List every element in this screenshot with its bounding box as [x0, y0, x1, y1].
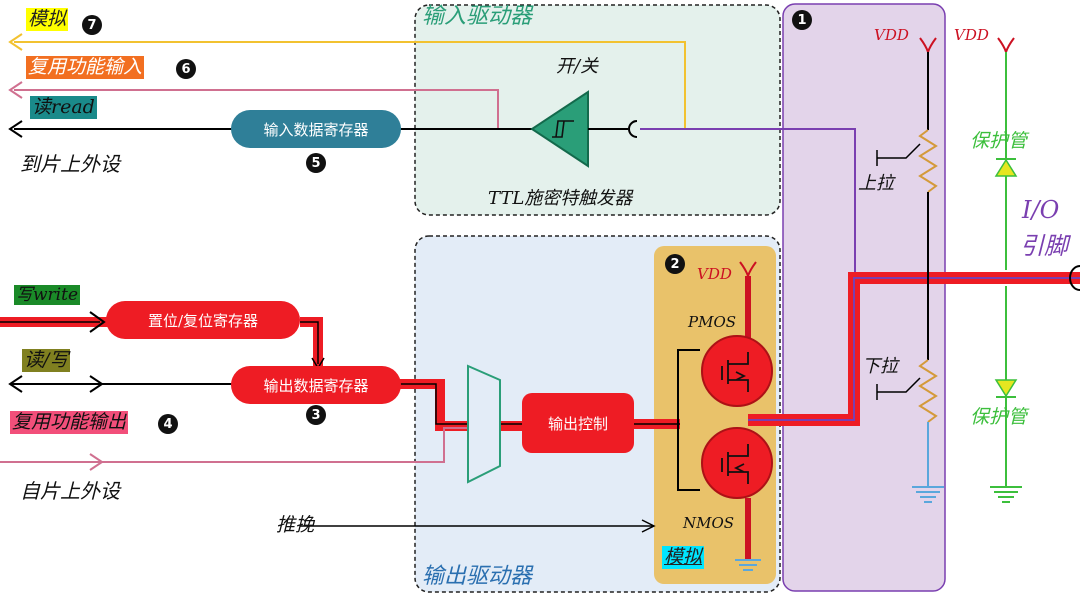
read-write-label: 读/写 [22, 349, 71, 372]
write-arrow [89, 311, 106, 333]
input-driver-title: 输入驱动器 [422, 4, 533, 29]
io-pin-label-line1: I/O [1022, 196, 1060, 224]
nmos-symbol [721, 444, 749, 484]
analog-label: 模拟 [26, 8, 69, 31]
pin-protection-panel [782, 3, 946, 592]
io-pin-label-line2: 引脚 [1020, 232, 1068, 260]
alt-output-line [0, 427, 470, 463]
analog-box-label: 模拟 [662, 546, 705, 569]
pullup-vdd-label: VDD [874, 26, 909, 44]
input-pin-line [640, 128, 856, 272]
diode-vdd-label: VDD [954, 26, 989, 44]
read-label: 读read [30, 96, 97, 119]
diode-ground [990, 486, 1022, 503]
badge-7: 7 [82, 15, 102, 35]
to-peripheral-label: 到片上外设 [20, 152, 120, 176]
mos-ground [735, 559, 761, 571]
pmos-transistor [701, 335, 773, 407]
nmos-transistor [701, 427, 773, 499]
protect-diode-bottom-label: 保护管 [970, 406, 1028, 428]
alt-output-label: 复用功能输出 [10, 411, 129, 434]
badge-6: 6 [176, 59, 196, 79]
read-arrow [8, 120, 23, 138]
nmos-label: NMOS [683, 514, 735, 532]
badge-5: 5 [306, 153, 326, 173]
alt-output-arrow [89, 453, 104, 471]
set-reset-register: 置位/复位寄存器 [106, 301, 300, 339]
vdd-diode-symbol [997, 37, 1015, 56]
analog-arrow [8, 33, 23, 51]
pulldown-resistor [918, 359, 938, 423]
set-reset-to-odr-wire [300, 321, 319, 364]
protect-diode-top-label: 保护管 [970, 130, 1028, 152]
output-mux [467, 364, 501, 484]
input-driver-panel [414, 4, 781, 216]
pulldown-switch [876, 377, 921, 400]
analog-line [14, 41, 686, 129]
gate-bracket [677, 349, 700, 491]
pull-down-label: 下拉 [862, 356, 898, 377]
on-off-label: 开/关 [556, 56, 599, 77]
schmitt-hysteresis-icon [552, 120, 574, 138]
alt-input-label: 复用功能输入 [26, 56, 145, 79]
push-pull-arrow [641, 519, 656, 533]
push-pull-label: 推挽 [276, 514, 315, 536]
schmitt-trigger-label: TTL施密特触发器 [488, 188, 633, 209]
rw-arrow-right [89, 375, 104, 393]
write-label: 写write [14, 285, 81, 306]
alt-input-arrow [8, 81, 23, 99]
badge-3: 3 [306, 405, 326, 425]
pullup-resistor [918, 129, 938, 193]
mos-vdd-label: VDD [697, 265, 732, 283]
pin-pad [1069, 265, 1080, 291]
output-data-register: 输出数据寄存器 [231, 366, 401, 404]
alt-input-line [14, 89, 499, 129]
switch-contact [628, 120, 638, 138]
pmos-symbol [721, 352, 749, 392]
pmos-label: PMOS [688, 313, 737, 331]
set-reset-to-odr-bus [300, 317, 323, 368]
badge-1: 1 [792, 10, 812, 30]
input-data-register: 输入数据寄存器 [231, 110, 401, 148]
drain-to-pin-wire [748, 277, 1080, 421]
output-driver-title: 输出驱动器 [422, 564, 533, 589]
badge-4: 4 [158, 414, 178, 434]
pullup-switch [876, 143, 921, 166]
protect-diode-bottom [994, 379, 1018, 398]
output-control-block: 输出控制 [522, 393, 634, 453]
pulldown-ground [912, 486, 944, 503]
from-peripheral-label: 自片上外设 [20, 479, 120, 503]
protect-diode-top [994, 158, 1018, 177]
rw-arrow-left [8, 375, 23, 393]
pull-up-label: 上拉 [858, 173, 894, 194]
badge-2: 2 [665, 254, 685, 274]
